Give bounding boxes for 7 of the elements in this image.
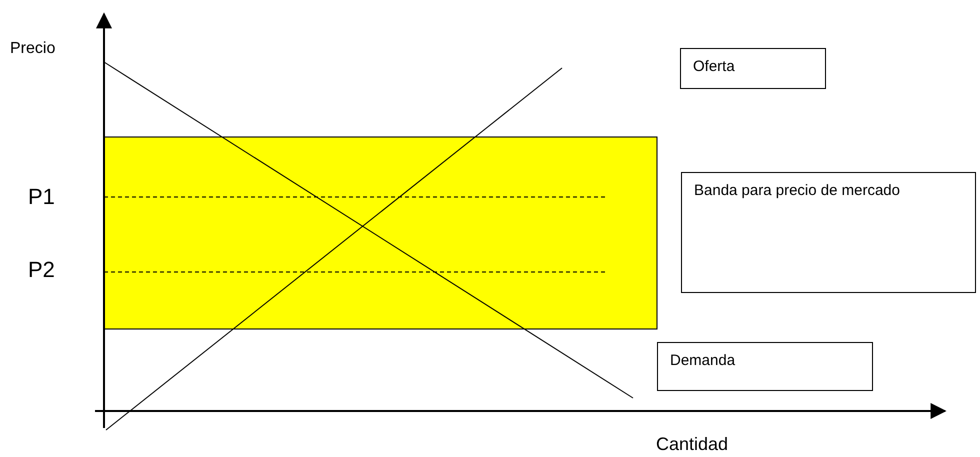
band-box: Banda para precio de mercado [681,172,976,293]
axis-label: Precio [10,40,56,58]
demand-box: Demanda [657,342,873,391]
axis-label: Cantidad [656,434,728,455]
supply-box: Oferta [680,48,826,89]
price-label: P1 [28,184,55,210]
price-label: P2 [28,257,55,283]
